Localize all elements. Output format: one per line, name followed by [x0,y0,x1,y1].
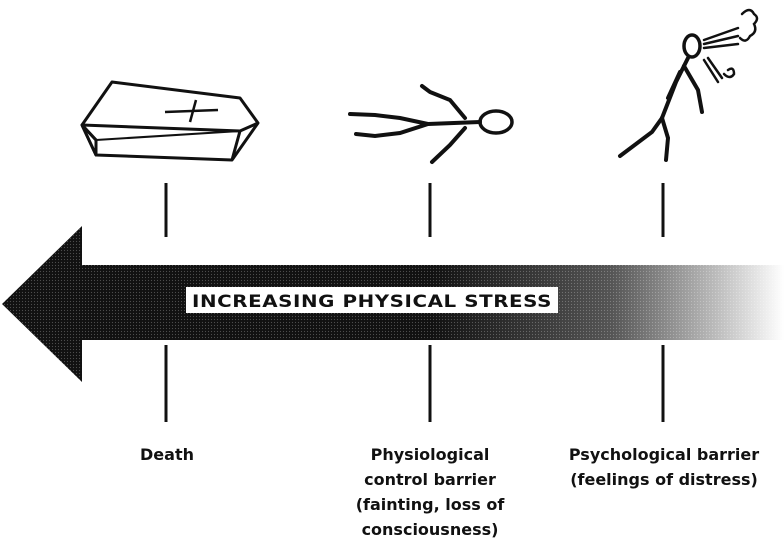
caption-line: Psychological barrier [546,442,782,467]
caption-physiological-barrier: Physiological control barrier (fainting,… [330,442,530,542]
distressed-person-icon [620,10,757,160]
caption-line: Death [112,442,222,467]
caption-death: Death [112,442,222,467]
caption-psychological-barrier: Psychological barrier (feelings of distr… [546,442,782,492]
coffin-icon [82,82,258,160]
caption-line: (feelings of distress) [546,467,782,492]
caption-line: control barrier [330,467,530,492]
lower-markers [166,345,663,422]
upper-markers [166,183,663,237]
arrow-label: INCREASING PHYSICAL STRESS [192,292,552,312]
fainted-person-icon [350,86,512,162]
caption-line: consciousness) [330,517,530,542]
caption-line: (fainting, loss of [330,492,530,517]
caption-line: Physiological [330,442,530,467]
stress-arrow: INCREASING PHYSICAL STRESS [2,226,784,382]
